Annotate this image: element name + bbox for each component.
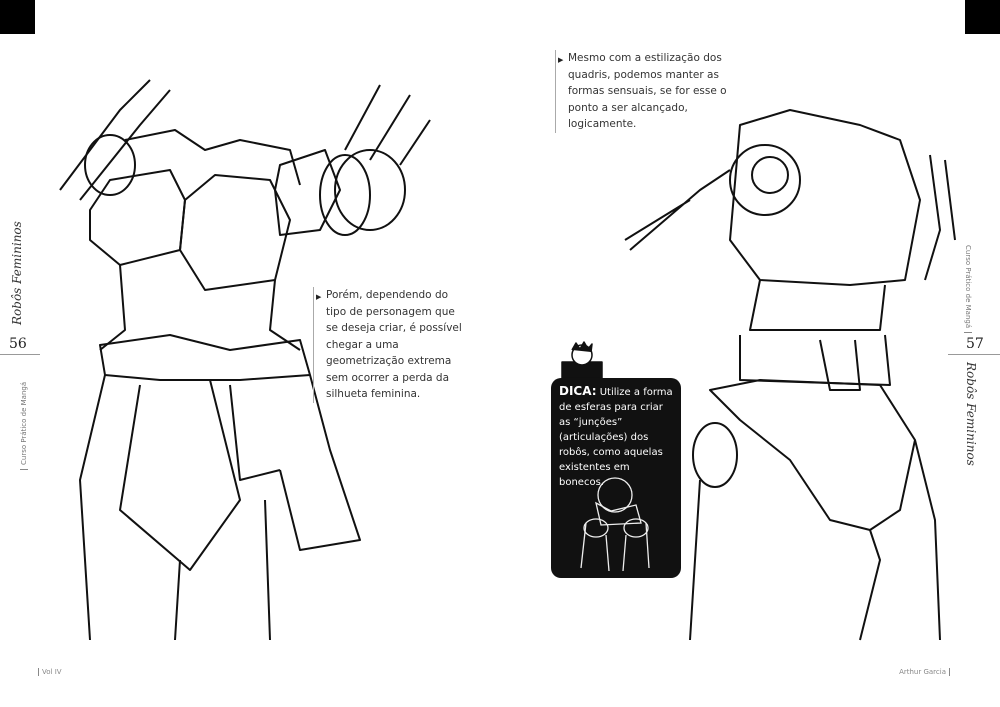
footer-left: Vol IV: [38, 668, 62, 676]
bullet-icon: ▶: [316, 293, 322, 301]
corner-mark-right: [965, 0, 1000, 34]
note-left-text: Porém, dependendo do tipo de personagem …: [326, 289, 462, 400]
tip-box: DICA: Utilize a forma de esferas para cr…: [551, 378, 681, 578]
robot-torso-illustration-left: [59, 79, 431, 641]
tip-text: Utilize a forma de esferas para criar as…: [559, 387, 673, 488]
divider-left: [0, 354, 40, 355]
divider-right: [948, 354, 1000, 355]
bullet-icon: ▶: [558, 56, 564, 64]
note-right: ▶ Mesmo com a estilização dos quadris, p…: [555, 50, 748, 133]
page-number-right: 57: [966, 336, 984, 352]
tip-label: DICA:: [559, 384, 597, 398]
footer-right: Arthur Garcia: [899, 668, 950, 676]
note-left: ▶ Porém, dependendo do tipo de personage…: [313, 287, 466, 403]
joint-diagram: [580, 477, 650, 572]
note-right-text: Mesmo com a estilização dos quadris, pod…: [568, 52, 727, 130]
chibi-mascot-icon: [561, 341, 603, 379]
corner-mark-left: [0, 0, 35, 34]
robot-hips-illustration-right: [624, 109, 956, 641]
page-number-left: 56: [9, 336, 27, 352]
